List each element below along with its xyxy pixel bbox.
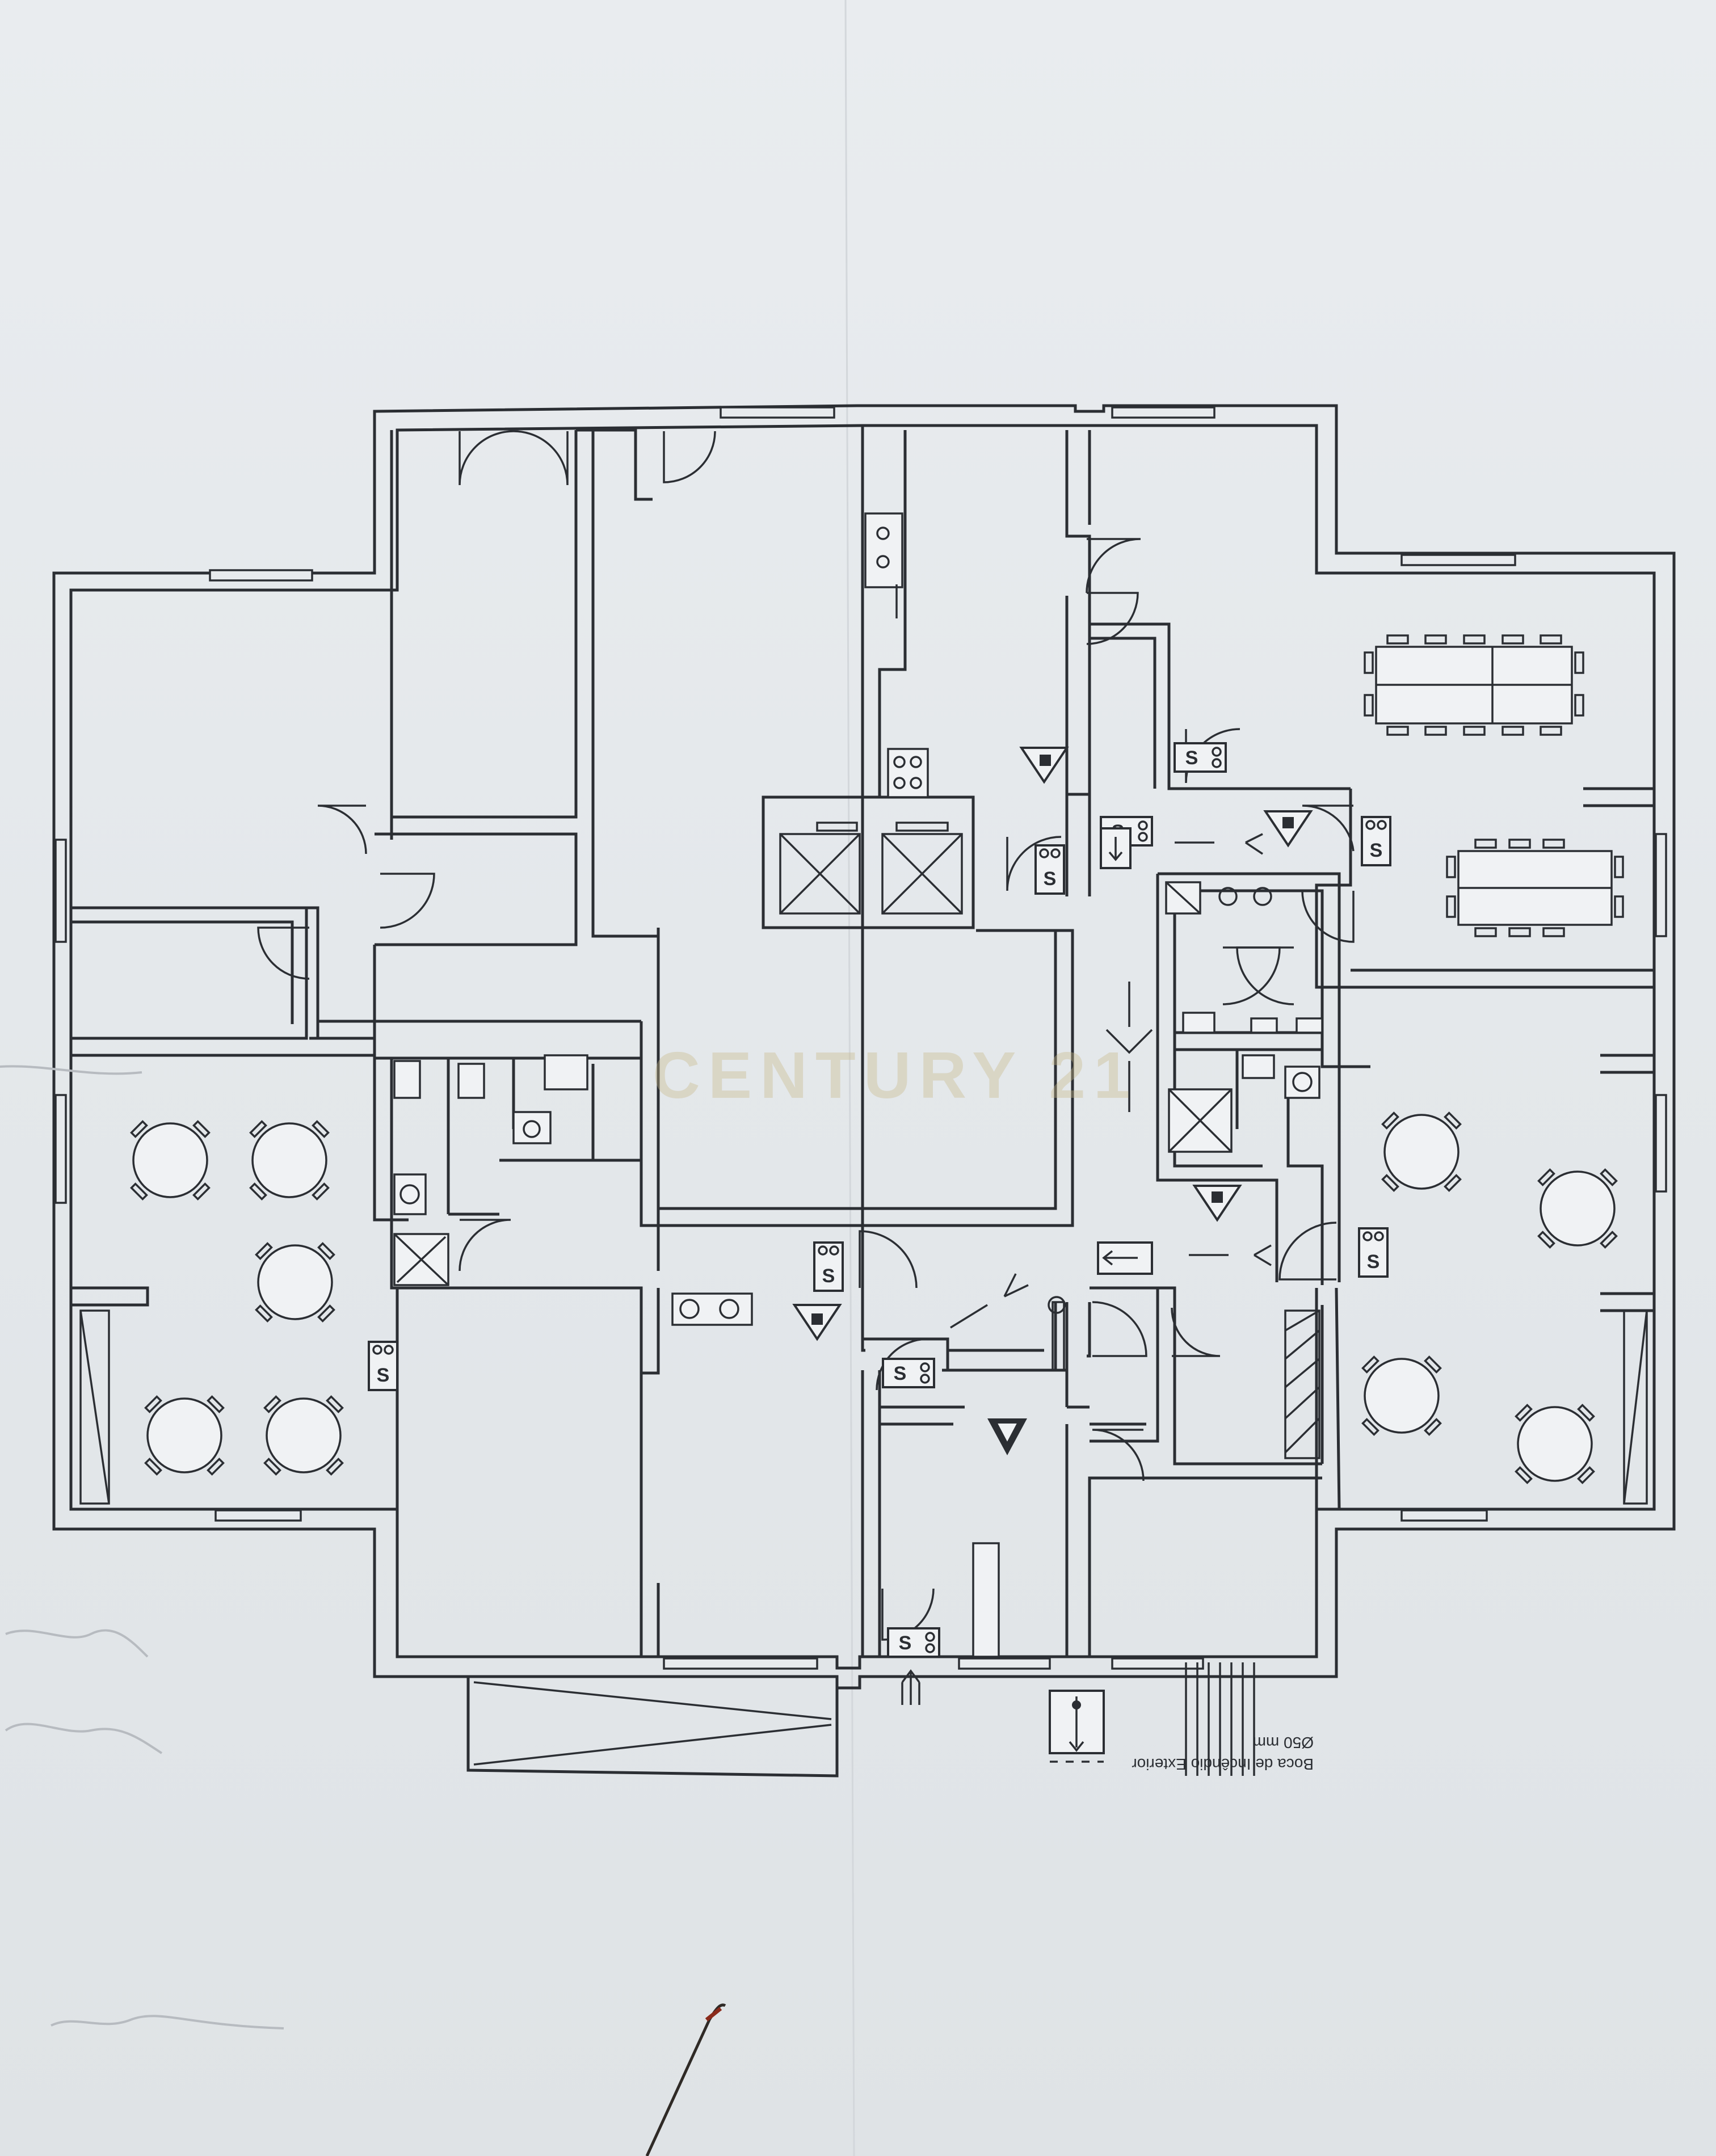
chair: [1444, 1111, 1462, 1130]
watermark-logo: CENTURY 21: [653, 1038, 1138, 1112]
chair: [1600, 1231, 1618, 1249]
interior-walls: [71, 426, 1654, 1658]
round-table: [1361, 1355, 1442, 1436]
exit-arrow-signs: [1097, 827, 1153, 1275]
extinguisher-letter: S: [894, 1363, 907, 1384]
extinguisher-letter: S: [1185, 747, 1198, 769]
fire-extinguisher-sign: S: [882, 1358, 935, 1388]
chair: [1381, 1174, 1399, 1192]
fire-hydrant-symbol: [1049, 1662, 1255, 1776]
chair: [255, 1242, 273, 1260]
round-table: [1515, 1404, 1595, 1484]
round-table: [263, 1395, 344, 1476]
kitchen-counter: [864, 512, 929, 798]
round-table: [1381, 1111, 1462, 1192]
escape-route-markings: [901, 833, 1272, 1705]
chair: [1444, 1174, 1462, 1192]
extinguisher-letter: S: [1044, 868, 1057, 890]
extinguisher-letter: S: [1370, 840, 1383, 861]
chair: [1577, 1404, 1595, 1422]
chair: [1424, 1418, 1442, 1436]
fire-extinguisher-sign: S: [1358, 1227, 1389, 1278]
extinguisher-signs: SSSSSSSSS: [368, 742, 1391, 1658]
chair: [130, 1182, 148, 1201]
chair: [130, 1120, 148, 1138]
round-table: [144, 1395, 225, 1476]
dining-table-lower: [1446, 839, 1624, 937]
chair: [263, 1395, 281, 1413]
entrance-ramp: [466, 1677, 839, 1778]
chair: [317, 1304, 335, 1323]
round-table: [249, 1120, 330, 1201]
chair: [249, 1120, 267, 1138]
pencil-scribbles: [0, 1065, 284, 2029]
doors: [257, 430, 1355, 1641]
chair: [1361, 1418, 1379, 1436]
hydrant-annotation: Boca de Incêndio Exterior Ø50 mm: [1132, 1734, 1314, 1773]
extinguisher-letter: S: [1367, 1251, 1380, 1273]
round-table: [130, 1120, 211, 1201]
fire-extinguisher-sign: S: [1174, 742, 1227, 773]
chair: [144, 1395, 162, 1413]
paper-fold-line: [844, 0, 855, 2156]
chair: [1515, 1404, 1533, 1422]
chair: [1424, 1355, 1442, 1374]
chair: [263, 1458, 281, 1476]
fire-extinguisher-sign: S: [887, 1627, 940, 1658]
chair: [207, 1458, 225, 1476]
hydrant-label: Boca de Incêndio Exterior: [1132, 1755, 1314, 1773]
chair: [207, 1395, 225, 1413]
pen-mark-tip: [705, 2007, 722, 2022]
chair: [326, 1395, 344, 1413]
fire-extinguisher-sign: S: [368, 1341, 398, 1391]
fire-extinguisher-sign: S: [1361, 816, 1391, 866]
chair: [144, 1458, 162, 1476]
chair: [1537, 1231, 1555, 1249]
chair: [1537, 1168, 1555, 1186]
chair: [1361, 1355, 1379, 1374]
hydrant-diameter-label: Ø50 mm: [1253, 1734, 1314, 1751]
bathroom-fixtures: [393, 881, 1323, 1658]
round-table: [1537, 1168, 1618, 1249]
extinguisher-letter: S: [822, 1265, 835, 1287]
round-tables: [130, 1111, 1618, 1484]
chair: [192, 1182, 211, 1201]
chair: [312, 1182, 330, 1201]
chair: [192, 1120, 211, 1138]
fire-extinguisher-sign: S: [1034, 844, 1065, 895]
extinguisher-letter: S: [377, 1365, 390, 1386]
dining-table-upper: [1364, 634, 1584, 736]
chair: [317, 1242, 335, 1260]
pen-mark: [645, 2003, 726, 2156]
chair: [326, 1458, 344, 1476]
chair: [249, 1182, 267, 1201]
windows: [54, 406, 1667, 1670]
round-table: [255, 1242, 335, 1323]
extinguisher-letter: S: [899, 1632, 912, 1654]
chair: [1577, 1466, 1595, 1484]
chair: [1381, 1111, 1399, 1130]
chair: [1515, 1466, 1533, 1484]
chair: [1600, 1168, 1618, 1186]
chair: [255, 1304, 273, 1323]
emergency-light-signs: [792, 747, 1313, 1455]
fire-extinguisher-sign: S: [813, 1241, 844, 1292]
chair: [312, 1120, 330, 1138]
